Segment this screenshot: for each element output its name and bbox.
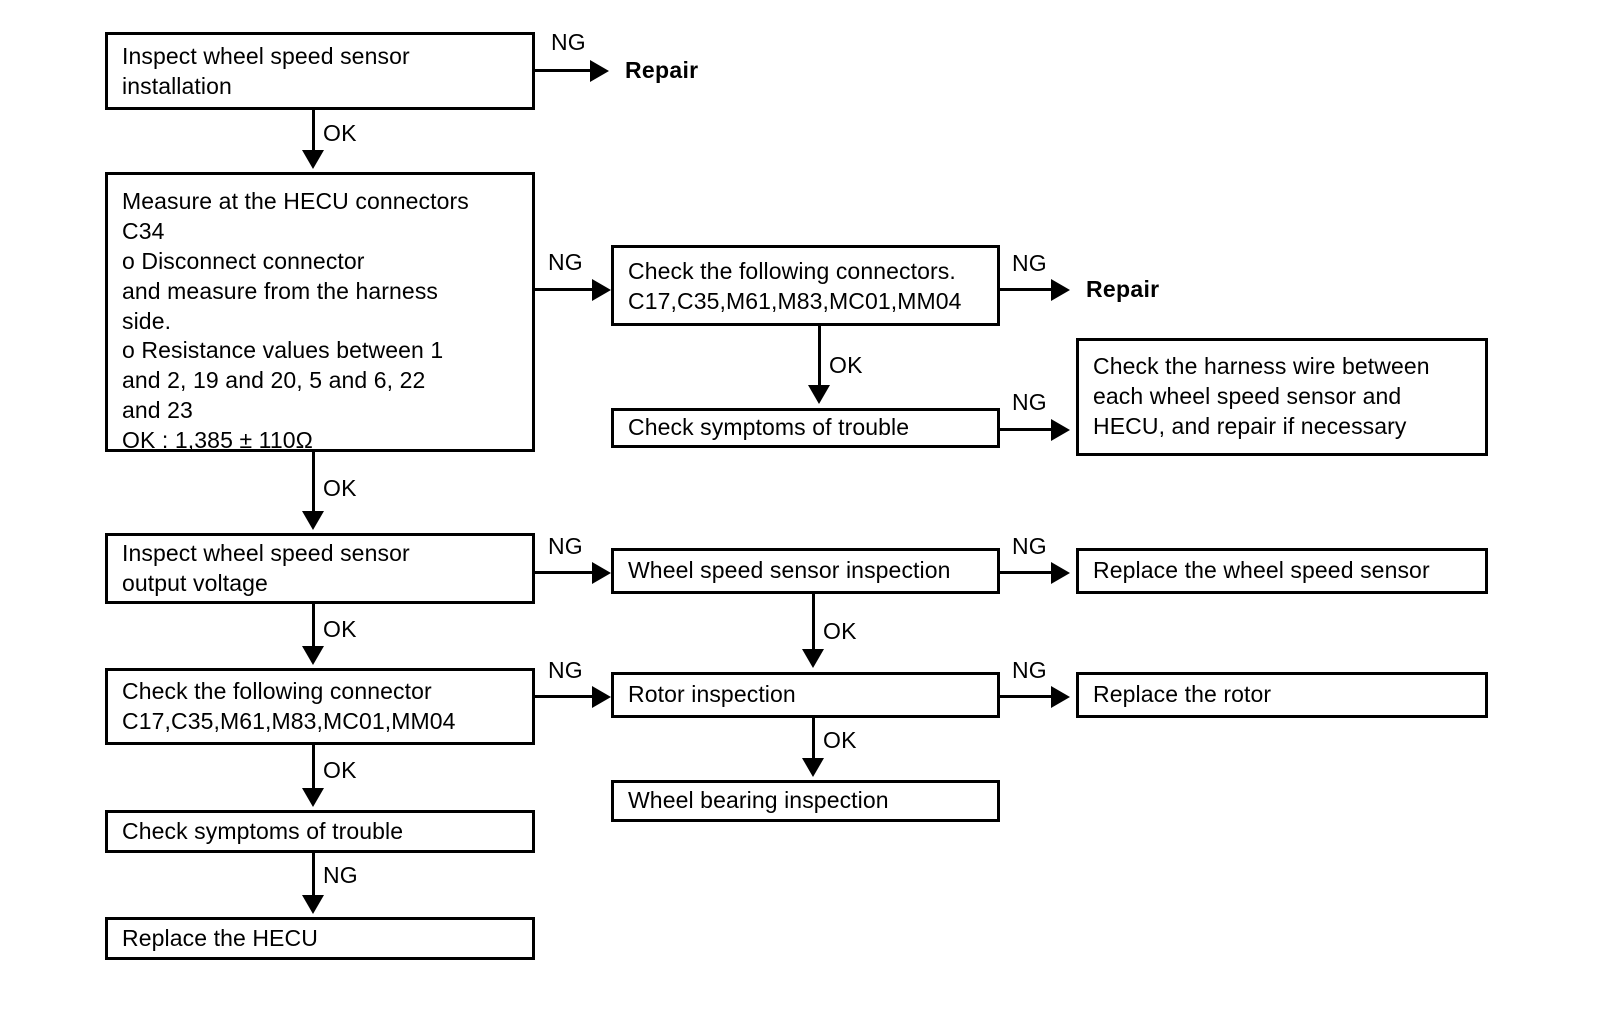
edge-output-voltage-to-sensor-inspection [535,571,597,574]
edge-check-connectors-to-repair [1000,288,1058,291]
edge-installation-to-measure [312,110,315,155]
node-replace-the-hecu[interactable]: Replace the HECU [105,917,535,960]
edge-rotor-to-replace-rotor [1000,695,1058,698]
edge-measure-to-check-connectors [535,288,597,291]
edge-label-connector-left-ok: OK [323,757,357,783]
arrowhead-measure-to-check-connectors [592,279,611,301]
arrowhead-installation-to-measure [302,150,324,169]
arrowhead-output-voltage-to-check-connector [302,646,324,665]
edge-label-symptoms-left-ng: NG [323,862,358,888]
edge-label-symptoms-mid-ng: NG [1012,389,1047,415]
edge-label-output-voltage-ok: OK [323,616,357,642]
node-inspect-wheel-speed-sensor-installation[interactable]: Inspect wheel speed sensor installation [105,32,535,110]
arrowhead-sensor-inspection-to-rotor [802,649,824,668]
edge-label-installation-ng: NG [551,29,586,55]
arrowhead-check-connector-to-rotor [592,686,611,708]
arrowhead-check-connectors-to-repair [1051,279,1070,301]
edge-label-rotor-ng: NG [1012,657,1047,683]
node-rotor-inspection[interactable]: Rotor inspection [611,672,1000,718]
arrowhead-symptoms-left-to-replace-hecu [302,895,324,914]
edge-label-connector-left-ng: NG [548,657,583,683]
edge-sensor-inspection-to-replace-sensor [1000,571,1058,574]
node-wheel-bearing-inspection[interactable]: Wheel bearing inspection [611,780,1000,822]
arrowhead-check-connectors-to-symptoms [808,385,830,404]
edge-label-output-voltage-ng: NG [548,533,583,559]
arrowhead-measure-to-output-voltage [302,511,324,530]
node-replace-wheel-speed-sensor[interactable]: Replace the wheel speed sensor [1076,548,1488,594]
node-wheel-speed-sensor-inspection[interactable]: Wheel speed sensor inspection [611,548,1000,594]
arrowhead-symptoms-to-harness-wire [1051,419,1070,441]
edge-label-connectors-mid-ok: OK [829,352,863,378]
edge-installation-to-repair [535,69,597,72]
node-check-following-connectors-mid[interactable]: Check the following connectors. C17,C35,… [611,245,1000,326]
edge-label-installation-ok: OK [323,120,357,146]
arrowhead-rotor-to-wheel-bearing [802,758,824,777]
edge-label-rotor-ok: OK [823,727,857,753]
arrowhead-check-connector-to-symptoms-left [302,788,324,807]
node-repair-top: Repair [625,57,699,83]
node-replace-the-rotor[interactable]: Replace the rotor [1076,672,1488,718]
edge-label-measure-ng: NG [548,249,583,275]
edge-label-measure-ok: OK [323,475,357,501]
node-check-following-connector-left[interactable]: Check the following connector C17,C35,M6… [105,668,535,745]
node-check-symptoms-of-trouble-mid[interactable]: Check symptoms of trouble [611,408,1000,448]
node-inspect-output-voltage[interactable]: Inspect wheel speed sensor output voltag… [105,533,535,604]
edge-rotor-to-wheel-bearing [812,718,815,761]
node-repair-mid: Repair [1086,276,1160,302]
edge-output-voltage-to-check-connector [312,604,315,650]
node-measure-at-hecu-connectors[interactable]: Measure at the HECU connectors C34 o Dis… [105,172,535,453]
arrowhead-output-voltage-to-sensor-inspection [592,562,611,584]
edge-check-connector-to-rotor [535,695,597,698]
edge-symptoms-left-to-replace-hecu [312,853,315,897]
edge-check-connectors-to-symptoms [818,326,821,388]
edge-label-sensor-inspection-ok: OK [823,618,857,644]
edge-symptoms-to-harness-wire [1000,428,1058,431]
node-check-harness-wire[interactable]: Check the harness wire between each whee… [1076,338,1488,456]
edge-label-connectors-mid-ng: NG [1012,250,1047,276]
edge-sensor-inspection-to-rotor [812,594,815,652]
arrowhead-installation-to-repair [590,60,609,82]
node-check-symptoms-of-trouble-left[interactable]: Check symptoms of trouble [105,810,535,853]
arrowhead-sensor-inspection-to-replace-sensor [1051,562,1070,584]
edge-measure-to-output-voltage [312,452,315,516]
arrowhead-rotor-to-replace-rotor [1051,686,1070,708]
edge-label-sensor-inspection-ng: NG [1012,533,1047,559]
edge-check-connector-to-symptoms-left [312,745,315,791]
